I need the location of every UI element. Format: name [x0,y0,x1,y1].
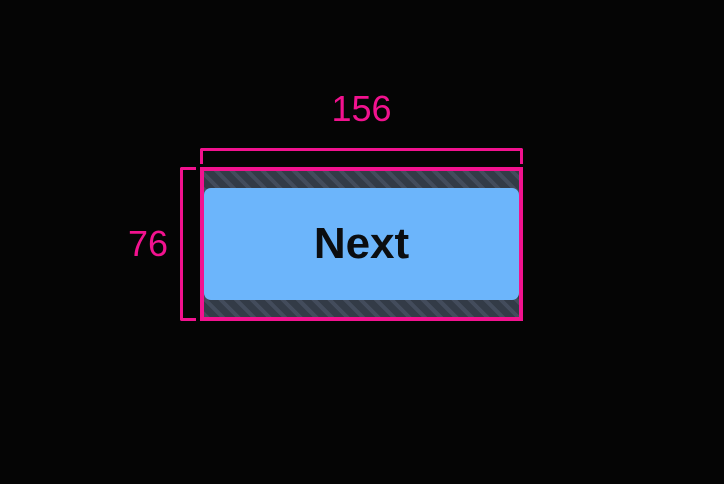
next-button-label: Next [313,219,410,268]
measured-element-box[interactable]: Next [200,167,523,321]
dimension-bracket-width [200,148,523,164]
dimension-label-height: 76 [127,223,168,264]
dimension-bracket-height [180,167,196,321]
dimension-label-width: 156 [331,88,392,129]
next-button[interactable]: Next [204,188,519,300]
